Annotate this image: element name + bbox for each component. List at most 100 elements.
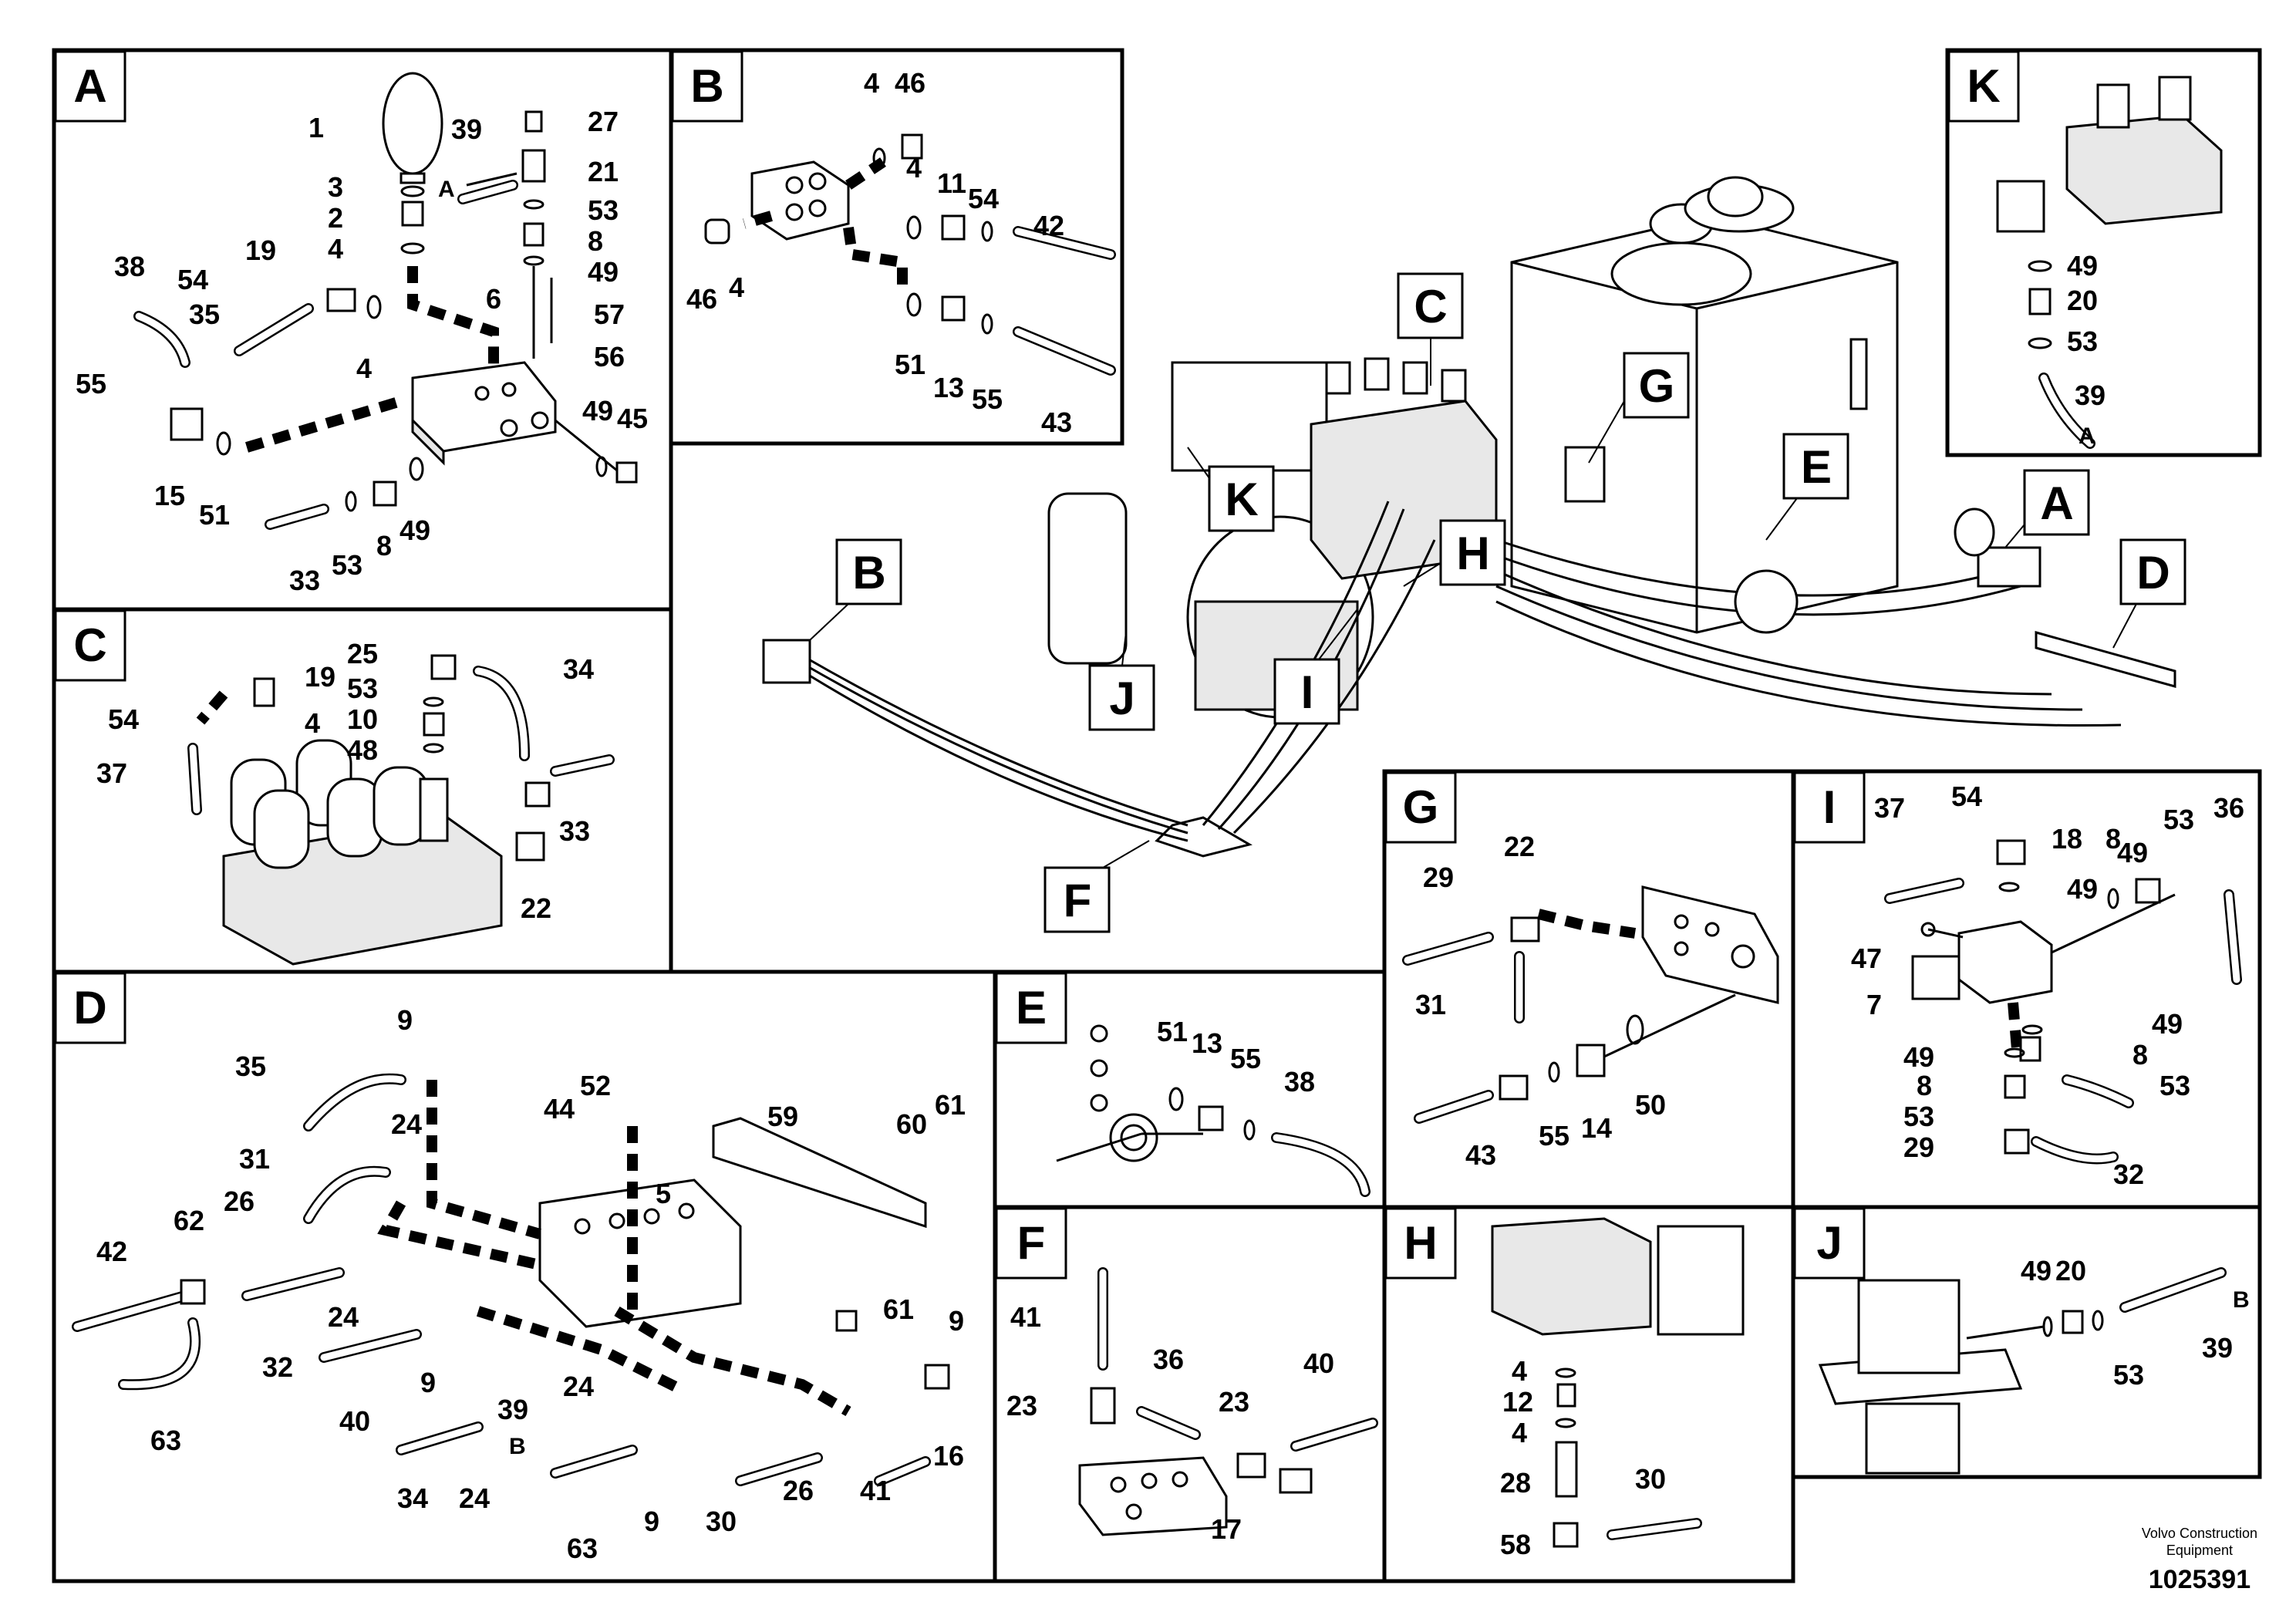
panel-e-drawing <box>1056 1024 1371 1197</box>
part-number-label: 53 <box>1903 1101 1934 1132</box>
panel-k-drawing <box>1996 76 2223 449</box>
part-number-label: 24 <box>391 1108 422 1140</box>
part-number-label: 41 <box>860 1475 891 1506</box>
panel-d-labels: 9 35 44 52 59 60 61 31 24 26 5 62 42 32 … <box>96 1004 966 1564</box>
part-number-label: 39 <box>451 113 482 145</box>
panel-b-frame <box>669 48 1124 446</box>
part-number-label: 52 <box>580 1070 611 1101</box>
panel-g-letter: G <box>1403 781 1439 833</box>
part-number-label: 2 <box>328 202 343 234</box>
panel-k-labels: 49 20 53 39 A <box>2067 250 2106 449</box>
part-number-label: 29 <box>1903 1131 1934 1163</box>
part-number-label: 38 <box>114 251 145 282</box>
part-number-label: 7 <box>1866 989 1882 1020</box>
part-number-label: 53 <box>2067 325 2098 357</box>
part-number-label: 53 <box>332 549 362 581</box>
part-number-label: 49 <box>2152 1008 2183 1040</box>
part-number-label: 40 <box>339 1405 370 1437</box>
part-number-label: 39 <box>2075 379 2106 411</box>
panel-j-labels: 49 20 B 39 53 <box>2021 1255 2250 1391</box>
panel-e-labels: 51 13 55 38 <box>1157 1016 1315 1098</box>
part-number-label: 48 <box>347 734 378 766</box>
part-number-label: 53 <box>347 673 378 704</box>
part-number-label: 9 <box>420 1367 436 1398</box>
part-number-label: 8 <box>2132 1039 2148 1071</box>
part-number-label: 61 <box>883 1293 914 1325</box>
panel-f-drawing <box>1078 1267 1378 1536</box>
panel-g-drawing <box>1402 885 1779 1124</box>
panel-b-labels: 4 46 4 11 54 42 46 4 51 13 55 43 <box>686 67 1072 438</box>
part-number-label: 19 <box>245 234 276 266</box>
part-number-label: 51 <box>199 499 230 531</box>
part-number-label: 8 <box>376 530 392 561</box>
panel-c-letter: C <box>73 619 106 671</box>
part-number-label: 46 <box>686 283 717 315</box>
panel-k-frame <box>1945 48 2262 457</box>
part-number-label: 49 <box>582 395 613 427</box>
part-number-label: 4 <box>328 233 343 265</box>
part-number-label: 39 <box>497 1394 528 1425</box>
part-number-label: 19 <box>305 661 335 693</box>
part-number-label: 40 <box>1303 1347 1334 1379</box>
callout-b: B <box>852 547 885 599</box>
part-number-label: 55 <box>1230 1043 1261 1074</box>
part-number-label: 41 <box>1010 1301 1041 1333</box>
panel-d-frame <box>52 969 997 1583</box>
part-number-label: 50 <box>1635 1089 1666 1121</box>
part-number-label: 24 <box>459 1482 490 1514</box>
callout-c: C <box>1414 281 1447 332</box>
part-number-label: 49 <box>588 256 619 288</box>
panel-e-letter: E <box>1016 982 1047 1034</box>
part-number-label: 35 <box>235 1050 266 1082</box>
part-number-label: 46 <box>895 67 925 99</box>
part-number-label: 28 <box>1500 1467 1531 1499</box>
part-number-label: B <box>509 1434 526 1459</box>
part-number-label: 27 <box>588 106 619 137</box>
part-number-label: 4 <box>356 352 372 384</box>
part-number-label: 61 <box>935 1089 966 1121</box>
part-number-label: 33 <box>559 815 590 847</box>
part-number-label: 49 <box>2067 873 2098 905</box>
part-number-label: 30 <box>1635 1463 1666 1495</box>
part-number-label: 58 <box>1500 1529 1531 1560</box>
part-number-label: 51 <box>1157 1016 1188 1047</box>
part-number-label: 9 <box>949 1305 964 1337</box>
panel-h-letter: H <box>1404 1217 1437 1269</box>
part-number-label: 30 <box>706 1506 737 1537</box>
part-number-label: 62 <box>174 1205 204 1236</box>
panel-h-drawing <box>1491 1217 1745 1548</box>
part-number-label: 63 <box>567 1533 598 1564</box>
part-number-label: 18 <box>2052 823 2082 855</box>
part-number-label: 22 <box>1504 831 1535 862</box>
part-number-label: 4 <box>1512 1355 1527 1387</box>
part-number-label: 22 <box>521 892 551 924</box>
part-number-label: 53 <box>2113 1359 2144 1391</box>
part-number-label: 33 <box>289 565 320 596</box>
part-number-label: 49 <box>2021 1255 2052 1286</box>
callout-d: D <box>2136 547 2170 599</box>
part-number-label: 9 <box>644 1506 659 1537</box>
part-number-label: 29 <box>1423 862 1454 893</box>
panel-letter-badges: A B C D E F G H I J K <box>54 50 2020 1280</box>
panel-a-drawing <box>133 72 638 530</box>
callout-i: I <box>1301 666 1314 718</box>
overview-machine-drawing <box>762 176 2176 858</box>
part-number-label: 39 <box>2202 1332 2233 1364</box>
part-number-label: 23 <box>1006 1390 1037 1421</box>
part-number-label: 8 <box>2106 823 2121 855</box>
part-number-label: 14 <box>1581 1112 1612 1144</box>
part-number-label: 51 <box>895 349 925 380</box>
panel-c-labels: 25 19 34 53 54 4 10 48 37 33 22 <box>96 638 594 924</box>
part-number-label: 47 <box>1851 943 1882 974</box>
part-number-label: 57 <box>594 298 625 330</box>
part-number-label: 21 <box>588 156 619 187</box>
part-number-label: 31 <box>239 1143 270 1175</box>
part-number-label: 49 <box>400 514 430 546</box>
part-number-label: 43 <box>1465 1139 1496 1171</box>
part-number-label: 43 <box>1041 406 1072 438</box>
panel-i-drawing <box>1884 839 2242 1165</box>
part-number-label: 32 <box>2113 1158 2144 1190</box>
part-number-label: 34 <box>563 653 594 685</box>
part-number-label: 42 <box>96 1236 127 1267</box>
